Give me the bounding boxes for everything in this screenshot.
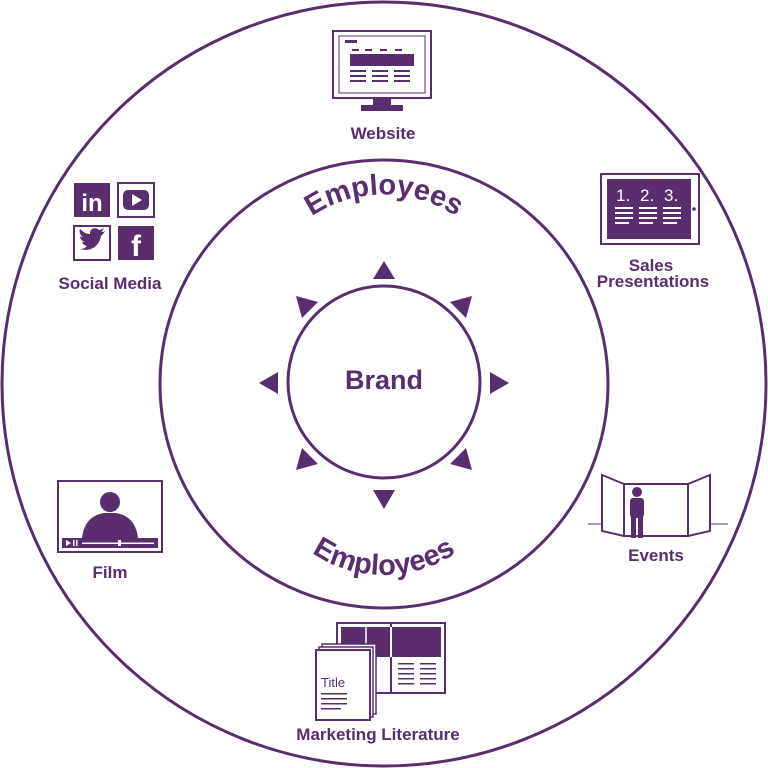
arrow-up-right-icon bbox=[450, 296, 472, 318]
website-label: Website bbox=[350, 124, 416, 143]
sales-presentations-label-line2: Presentations bbox=[596, 272, 710, 291]
marketing-literature-label: Marketing Literature bbox=[296, 725, 460, 744]
brand-label: Brand bbox=[344, 365, 424, 395]
booth-person-icon bbox=[588, 473, 728, 538]
arrow-left-icon bbox=[259, 372, 278, 394]
brochure-icon: Title bbox=[315, 622, 446, 721]
arrow-up-icon bbox=[373, 261, 395, 279]
events-label: Events bbox=[628, 546, 684, 565]
person-silhouette bbox=[630, 487, 644, 538]
social-icons: in f bbox=[73, 182, 155, 263]
arrows bbox=[259, 261, 509, 509]
svg-text:3.: 3. bbox=[664, 186, 678, 205]
svg-text:2.: 2. bbox=[640, 186, 654, 205]
svg-text:1.: 1. bbox=[616, 186, 630, 205]
arrow-down-left-icon bbox=[296, 448, 318, 470]
arrow-down-icon bbox=[373, 490, 395, 509]
twitter-icon bbox=[73, 225, 111, 261]
svg-text:f: f bbox=[131, 230, 142, 263]
arrow-up-left-icon bbox=[296, 296, 318, 318]
arrow-right-icon bbox=[490, 372, 509, 394]
facebook-icon: f bbox=[118, 226, 154, 263]
brand-circle bbox=[286, 284, 482, 480]
monitor-icon bbox=[332, 30, 432, 111]
presentation-board-icon: 1. 2. 3. bbox=[600, 173, 700, 245]
social-media-label: Social Media bbox=[58, 274, 162, 293]
arrow-down-right-icon bbox=[450, 448, 472, 470]
youtube-icon bbox=[117, 182, 155, 218]
employees-bottom-label: Employees bbox=[308, 531, 460, 582]
film-label: Film bbox=[92, 563, 128, 582]
employees-top-label: Employees bbox=[299, 169, 469, 222]
sales-presentations-label-line1: Sales bbox=[628, 256, 674, 275]
middle-circle bbox=[158, 158, 610, 610]
linkedin-icon: in bbox=[74, 183, 110, 217]
svg-text:in: in bbox=[81, 190, 102, 217]
video-player-icon bbox=[57, 480, 163, 553]
svg-text:Title: Title bbox=[321, 675, 345, 690]
